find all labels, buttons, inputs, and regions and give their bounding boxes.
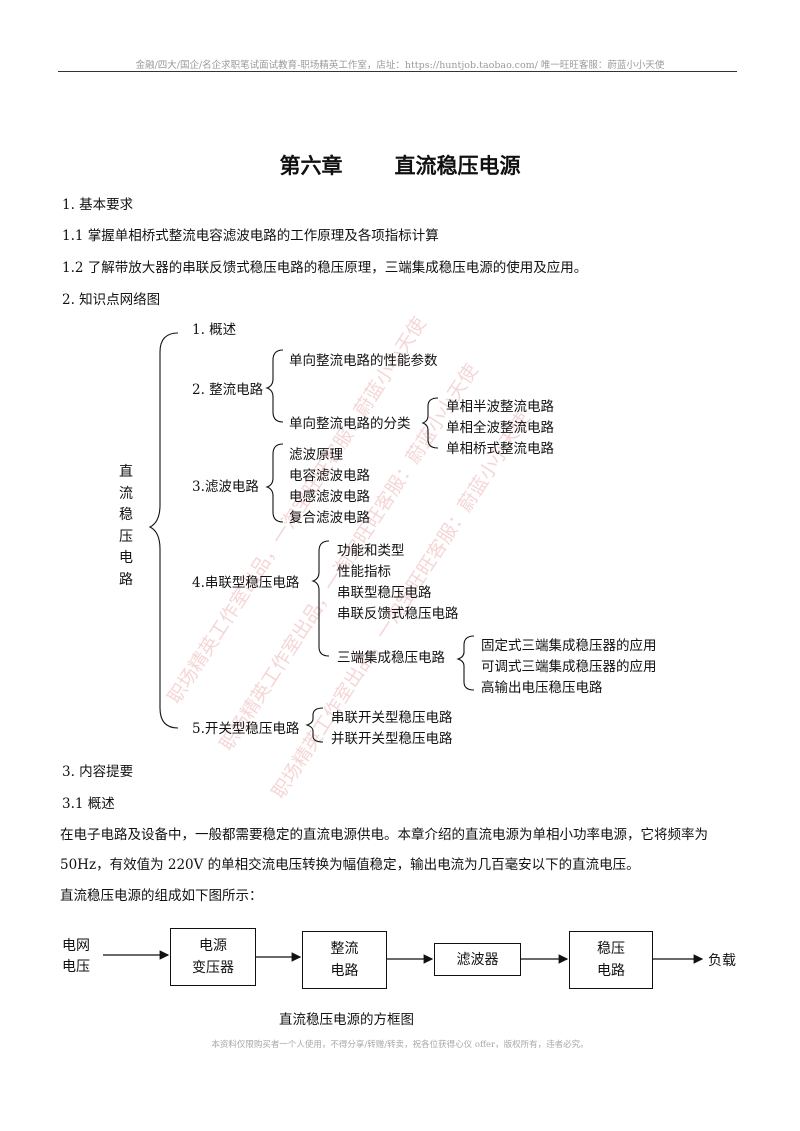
block-label: 电源 [199,938,227,954]
mindmap-root: 直流稳压电路 [119,464,133,588]
mindmap-leaf: 复合滤波电路 [289,510,370,526]
mindmap-node-series: 4.串联型稳压电路 [192,575,300,591]
mindmap-leaf: 高输出电压稳压电路 [481,680,603,696]
mindmap-leaf: 功能和类型 [337,543,405,559]
section-heading: 2. 知识点网络图 [62,292,161,308]
mindmap-leaf: 电容滤波电路 [289,468,370,484]
header-rule [58,71,737,72]
mindmap-leaf: 单相全波整流电路 [446,420,554,436]
block-label: 变压器 [192,960,234,976]
mindmap-node-filter: 3.滤波电路 [192,479,259,495]
mindmap-leaf: 单相桥式整流电路 [446,441,554,457]
block-label: 电路 [330,963,359,979]
mindmap-node-switching: 5.开关型稳压电路 [192,721,300,737]
diagram-caption: 直流稳压电源的方框图 [279,1012,414,1028]
mindmap-leaf: 可调式三端集成稳压器的应用 [481,659,657,675]
mindmap-leaf: 电感滤波电路 [289,489,370,505]
page-footer: 本资料仅限购买者一个人使用，不得分享/转赠/转卖，祝各位获得心仪 offer，版… [211,1040,589,1050]
section-heading: 1. 基本要求 [62,197,134,213]
chapter-title: 第六章 直流稳压电源 [0,150,800,180]
mindmap-leaf: 三端集成稳压电路 [337,650,445,666]
block-rectifier: 整流电路 [302,931,387,989]
mindmap-leaf: 单向整流电路的性能参数 [289,353,438,369]
block-output-label: 负载 [708,953,736,969]
block-label: 稳压 [597,941,625,957]
section-heading: 3. 内容提要 [62,764,134,780]
chapter-name: 直流稳压电源 [394,154,521,178]
block-regulator: 稳压电路 [569,931,653,989]
mindmap-leaf: 固定式三端集成稳压器的应用 [481,638,657,654]
input-label-line: 电网 [62,938,90,954]
mindmap-node-rectifier: 2. 整流电路 [192,382,264,398]
page-header: 金融/四大/国企/名企求职笔试面试教育-职场精英工作室，店址：https://h… [135,60,665,71]
block-label: 滤波器 [456,951,499,968]
mindmap-leaf: 串联反馈式稳压电路 [337,606,459,622]
block-label: 整流 [330,941,359,957]
body-paragraph: 直流稳压电源的组成如下图所示： [60,888,263,904]
mindmap-leaf: 性能指标 [337,564,391,580]
requirement-item: 1.2 了解带放大器的串联反馈式稳压电路的稳压原理，三端集成稳压电源的使用及应用… [62,260,588,276]
block-input-label: 电网 电压 [62,936,90,978]
input-label-line: 电压 [62,959,90,975]
block-label: 电路 [597,963,625,979]
mindmap-leaf: 串联开关型稳压电路 [331,710,453,726]
section-heading: 3.1 概述 [62,796,115,812]
chapter-number: 第六章 [279,154,343,178]
requirement-item: 1.1 掌握单相桥式整流电容滤波电路的工作原理及各项指标计算 [62,228,439,244]
mindmap-leaf: 滤波原理 [289,447,343,463]
mindmap-leaf: 单相半波整流电路 [446,399,554,415]
mindmap-leaf: 单向整流电路的分类 [289,416,411,432]
body-paragraph: 50Hz，有效值为 220V 的单相交流电压转换为幅值稳定，输出电流为几百毫安以… [60,857,640,873]
mindmap-node-overview: 1. 概述 [192,322,237,338]
block-filter: 滤波器 [434,943,521,976]
mindmap-leaf: 串联型稳压电路 [337,585,432,601]
block-transformer: 电源变压器 [170,928,256,986]
mindmap-leaf: 并联开关型稳压电路 [331,731,453,747]
body-paragraph: 在电子电路及设备中，一般都需要稳定的直流电源供电。本章介绍的直流电源为单相小功率… [60,827,708,843]
